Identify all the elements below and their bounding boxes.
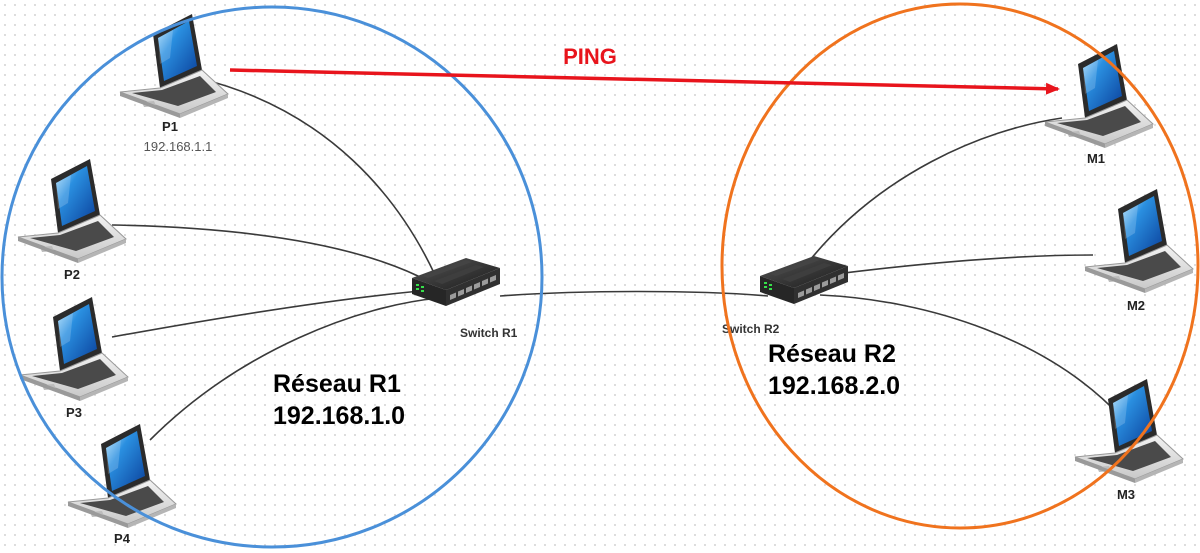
network-r2-boundary xyxy=(720,2,1200,530)
link-p1-switch-r1 xyxy=(197,77,436,276)
laptop-icon xyxy=(119,13,229,119)
node-label-p3: P3 xyxy=(66,405,82,420)
node-label-m3: M3 xyxy=(1117,487,1135,502)
link-switch-r2-m2 xyxy=(827,254,1094,276)
link-switch-r1-switch-r2 xyxy=(499,290,769,297)
ping-arrow: PING xyxy=(229,44,1060,95)
laptop-m3[interactable]: M3 xyxy=(1074,378,1184,502)
node-label-m2: M2 xyxy=(1127,298,1145,313)
link-p3-switch-r1 xyxy=(111,289,433,338)
node-label-p1: P1 xyxy=(162,119,178,134)
network-r1-name: Réseau R1 xyxy=(273,370,401,398)
network-r1-address: 192.168.1.0 xyxy=(273,402,405,430)
link-switch-r2-m3 xyxy=(819,294,1123,419)
laptop-icon xyxy=(1084,188,1194,294)
switch-r2-label: Switch R2 xyxy=(722,322,780,336)
network-r2-address: 192.168.2.0 xyxy=(768,372,900,400)
link-p2-switch-r1 xyxy=(111,224,431,283)
cables xyxy=(111,77,1123,441)
link-p4-switch-r1 xyxy=(149,297,441,441)
network-r1-boundary xyxy=(0,5,544,549)
network-r2-name: Réseau R2 xyxy=(768,340,896,368)
network-switch-icon xyxy=(412,258,500,306)
laptop-icon xyxy=(1044,43,1154,149)
laptop-p3[interactable]: P3 xyxy=(19,296,129,420)
node-label-p4: P4 xyxy=(114,531,131,546)
node-label-p2: P2 xyxy=(64,267,80,282)
network-switch-icon xyxy=(760,256,848,304)
switch-r1[interactable]: Switch R1 xyxy=(412,258,518,340)
laptop-icon xyxy=(67,423,177,529)
switch-r2[interactable]: Switch R2 xyxy=(722,256,848,336)
laptop-m2[interactable]: M2 xyxy=(1084,188,1194,313)
laptop-p1[interactable]: P1 192.168.1.1 xyxy=(119,13,229,154)
link-switch-r2-m1 xyxy=(809,117,1063,261)
ping-label: PING xyxy=(563,44,617,69)
laptop-icon xyxy=(17,158,127,264)
node-ip-p1: 192.168.1.1 xyxy=(144,139,213,154)
node-label-m1: M1 xyxy=(1087,151,1105,166)
laptop-p2[interactable]: P2 xyxy=(17,158,127,282)
laptop-p4[interactable]: P4 xyxy=(67,423,177,546)
switch-r1-label: Switch R1 xyxy=(460,326,518,340)
laptop-icon xyxy=(19,296,129,402)
laptop-m1[interactable]: M1 xyxy=(1044,43,1154,166)
